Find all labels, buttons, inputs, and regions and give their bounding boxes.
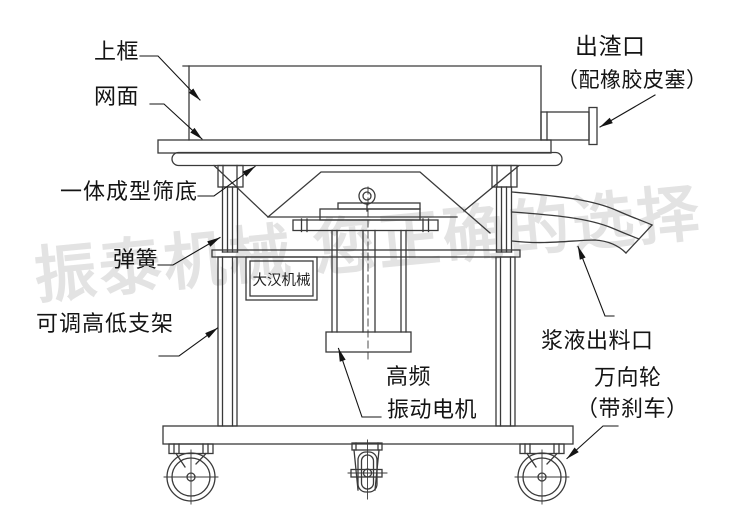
label-motor-line2: 振动电机	[387, 397, 478, 422]
label-caster: 万向轮	[594, 365, 662, 390]
nameplate-text: 大汉机械	[252, 273, 311, 289]
motor-mount	[292, 186, 439, 363]
label-stand: 可调高低支架	[36, 311, 175, 336]
base-plate	[162, 425, 574, 445]
caster-right	[514, 443, 570, 505]
leader-caster	[566, 425, 619, 460]
spring-right	[491, 164, 518, 253]
leader-top-frame	[139, 55, 201, 101]
leader-slurry-outlet	[577, 245, 615, 317]
caster-left	[163, 443, 219, 505]
label-top-frame: 上框	[94, 39, 140, 64]
slag-outlet-pipe	[540, 106, 598, 146]
label-mesh: 网面	[94, 84, 140, 109]
nameplate-frame	[245, 256, 318, 301]
leader-slag-outlet	[599, 94, 656, 128]
sieve-top-frame	[157, 65, 563, 167]
sieve-bottom-hopper	[213, 164, 520, 234]
label-slag-outlet: 出渣口	[575, 33, 646, 59]
vibration-motor	[325, 229, 412, 353]
leader-mesh	[149, 103, 203, 140]
leader-motor	[337, 347, 382, 418]
label-motor-line1: 高频	[386, 364, 432, 389]
label-spring: 弹簧	[113, 247, 159, 272]
caster-center	[347, 439, 388, 500]
leader-stand	[158, 327, 219, 357]
label-slag-outlet-note: （配橡胶皮塞）	[557, 69, 708, 92]
label-caster-note: （带刹车）	[576, 396, 689, 421]
leader-sieve-bottom	[197, 165, 256, 197]
label-slurry-outlet: 浆液出料口	[541, 328, 654, 353]
leader-spring	[157, 236, 221, 266]
slurry-spout	[511, 191, 653, 254]
callout-leaders	[139, 55, 656, 460]
label-sieve-bottom: 一体成型筛底	[60, 179, 199, 204]
